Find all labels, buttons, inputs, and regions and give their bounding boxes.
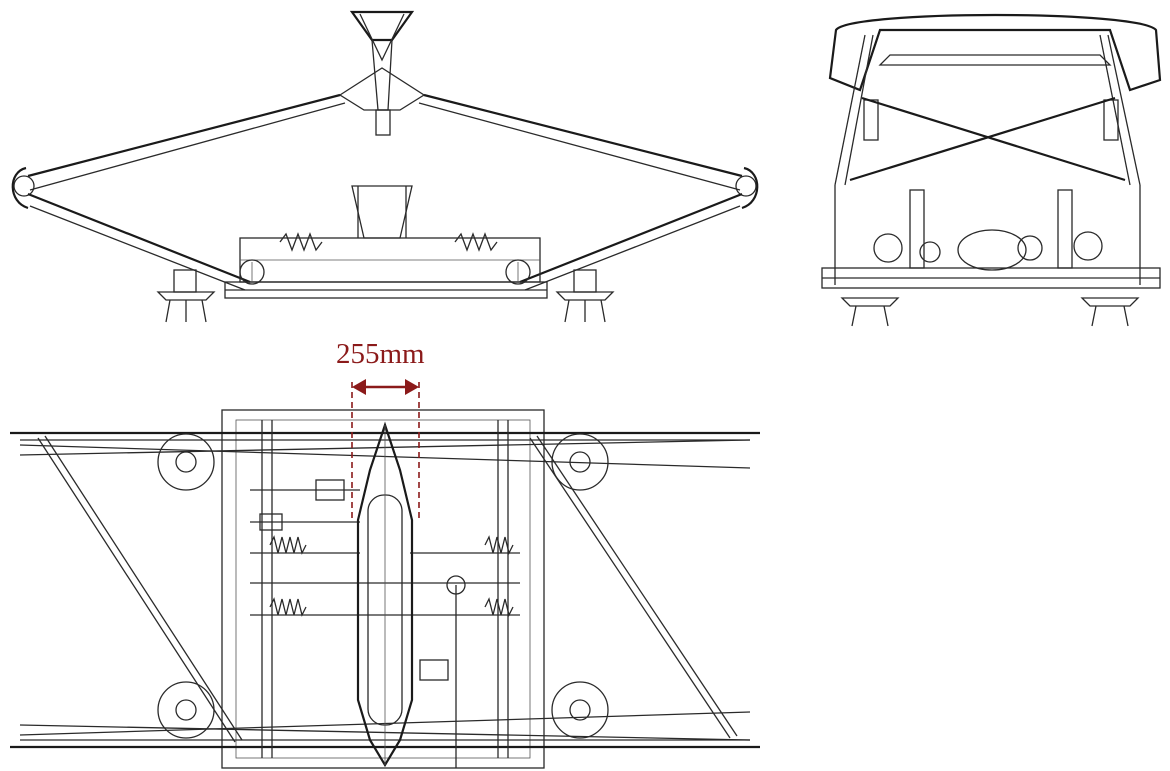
elbow-hinges xyxy=(11,166,759,210)
dimension-arrowhead-left xyxy=(352,379,366,395)
pan-head xyxy=(828,13,1162,92)
collector-head xyxy=(338,10,426,136)
base-frame xyxy=(224,185,548,299)
upper-arms xyxy=(27,93,743,191)
side-view xyxy=(11,10,759,323)
lower-arms xyxy=(27,192,743,291)
dimension-arrowhead-right xyxy=(405,379,419,395)
dimension-annotation xyxy=(351,379,420,522)
plan-view xyxy=(10,409,760,769)
end-view xyxy=(821,13,1162,327)
insulators-side xyxy=(156,269,615,323)
dimension-label: 255mm xyxy=(336,338,425,370)
